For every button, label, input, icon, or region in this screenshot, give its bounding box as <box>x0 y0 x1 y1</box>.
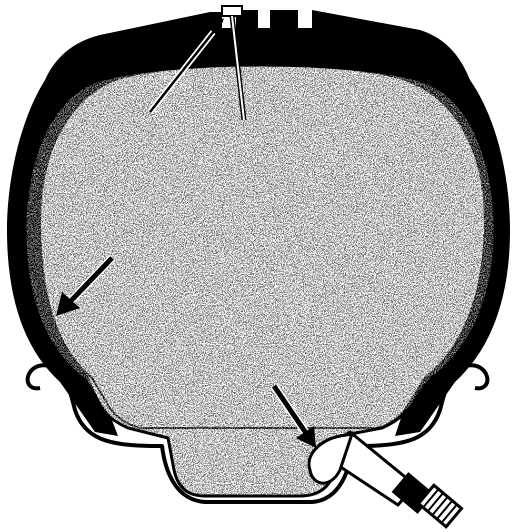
tire-diagram <box>0 0 517 532</box>
tire-diagram-svg <box>0 0 517 532</box>
